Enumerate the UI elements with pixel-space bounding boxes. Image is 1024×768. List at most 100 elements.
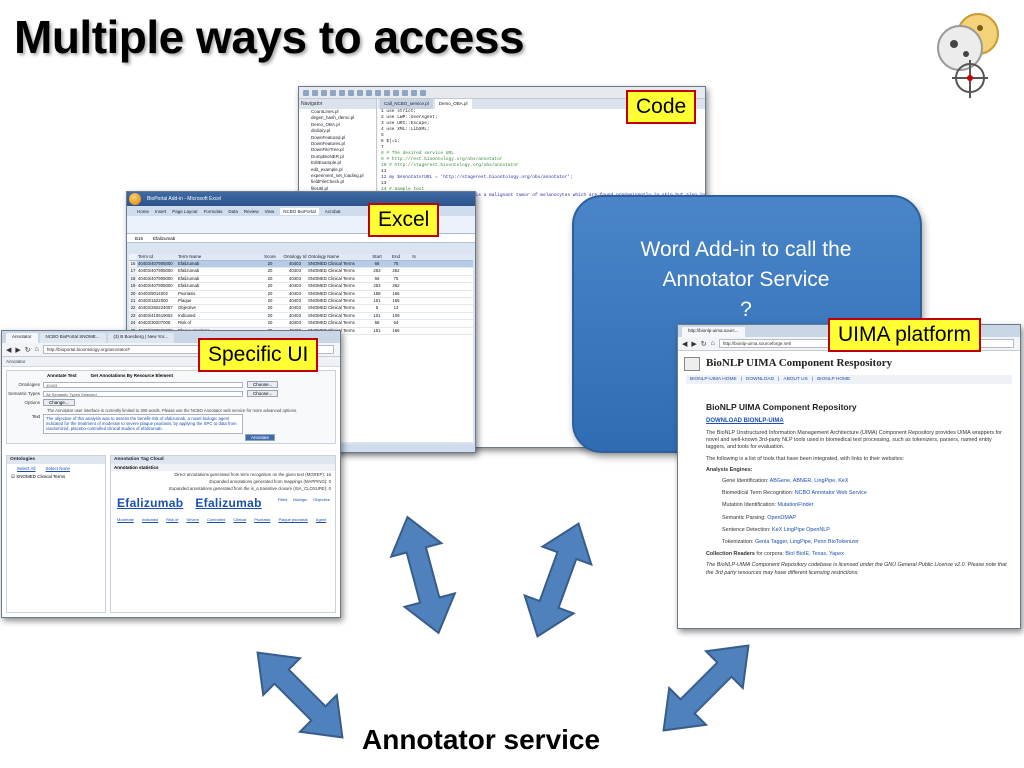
toolbar-icon: [375, 89, 381, 96]
code-line: 1 use strict;: [381, 109, 417, 114]
table-cell: 20: [267, 305, 273, 311]
column-header: Ontology Id: [283, 254, 307, 259]
table-cell: 66: [374, 275, 380, 281]
ontologies-field: 40403: [43, 381, 243, 388]
engine-tools: ABGene, ABNER, LingPipe, KeX: [769, 478, 849, 485]
uima-nav-link: BIONLP HOME: [817, 377, 851, 382]
table-cell: 262: [392, 283, 400, 289]
table-cell: 20: [267, 312, 273, 318]
bionlp-uima-screenshot: http://bionlp-uima.sourc... ◀ ▶ ↻ ⌂ http…: [677, 324, 1021, 629]
ribbon-tab: Acrobat: [324, 208, 341, 214]
uima-download-link: DOWNLOAD BIONLP-UIMA: [706, 418, 784, 424]
word-addin-line1: Word Add-in to call the: [640, 238, 852, 261]
uima-license: The BioNLP-UIMA Component Repository cod…: [706, 562, 1007, 576]
specific-ui-label: Specific UI: [198, 338, 319, 372]
tag-cloud-title: Annotation Tag Cloud: [111, 456, 335, 464]
table-cell: SNOMED Clinical Terms: [308, 268, 355, 274]
toolbar-icon: [420, 89, 426, 96]
table-cell: 151: [373, 327, 381, 333]
editor-tab: Call_NCBO_service.pl: [380, 99, 433, 109]
semantic-types-label: Semantic Types: [8, 391, 40, 396]
annotation-stat: Direct annotations generated from term r…: [174, 472, 331, 477]
table-cell: 40403: [289, 312, 301, 318]
table-cell: 24: [129, 320, 137, 327]
ribbon-tab: Page Layout: [172, 208, 198, 214]
engine-tools: MutationFinder: [777, 502, 814, 509]
uima-nav-link: DOWNLOAD: [745, 377, 775, 382]
word-addin-line3: ?: [740, 298, 752, 321]
ribbon-tab: Formulas: [203, 208, 223, 214]
uima-engines-title: Analysis Engines:: [706, 466, 753, 473]
table-cell: 20: [267, 268, 273, 274]
annotator-form: Annotate Text Get Annotations By Resourc…: [6, 370, 336, 444]
text-input: The objective of this analysis was to as…: [43, 414, 243, 434]
file-item: DownFeatured.pl: [311, 134, 346, 140]
table-cell: 253: [373, 283, 381, 289]
uima-site-title: BioNLP UIMA Component Respository: [706, 357, 893, 369]
column-header: N: [412, 254, 416, 259]
tag-cloud-term: Biologic: [293, 497, 308, 502]
cell-reference: B16: [135, 235, 144, 241]
ribbon-tab: NCBO BioPortal: [280, 207, 319, 215]
engine-item: Biomedical Term Recognition: NCBO Annota…: [678, 488, 1020, 500]
engine-tools: KeX LingPipe OpenNLP: [772, 526, 830, 533]
toolbar-icon: [348, 89, 354, 96]
engine-item: Tokenization: Genia Tagger, LingPipe, Pe…: [678, 537, 1020, 549]
engine-label: Semantic Parsing:: [722, 514, 768, 521]
choose-semantic-types-button: Choose...: [247, 390, 279, 397]
table-cell: [405, 328, 423, 334]
table-cell: 262: [392, 268, 400, 274]
uima-intro: The BioNLP Unstructured Information Mana…: [706, 430, 1002, 451]
column-header: Term Name: [178, 254, 202, 259]
table-cell: 40403/30207005: [138, 320, 171, 326]
table-cell: 101: [373, 312, 381, 318]
table-cell: 64: [393, 320, 399, 326]
table-cell: [405, 313, 423, 319]
table-cell: Indicated: [178, 312, 196, 318]
uima-nav-link: BIONLP-UIMA HOME: [690, 377, 737, 382]
table-cell: Psoriasis: [178, 290, 196, 296]
arrow-excel: [381, 509, 465, 641]
table-cell: 40403: [289, 275, 301, 281]
word-addin-line2: Annotator Service: [662, 268, 830, 291]
engine-item: Semantic Parsing: OpenDMAP: [678, 513, 1020, 525]
slide-title: Multiple ways to access: [14, 11, 525, 63]
column-header: Start: [372, 254, 382, 259]
ribbon-tab: Insert: [155, 208, 167, 214]
text-label: Text: [32, 414, 40, 419]
table-cell: [405, 298, 423, 304]
table-cell: [405, 291, 423, 297]
toolbar-icon: [411, 89, 417, 96]
toolbar-icon: [321, 89, 327, 96]
file-item: CountLines.pl: [311, 109, 339, 114]
table-cell: 156: [392, 297, 400, 303]
table-cell: 253: [373, 268, 381, 274]
table-cell: [405, 283, 423, 289]
reload-icon: ↻: [24, 346, 31, 354]
code-line: 7: [381, 145, 384, 150]
engine-item: Gene Identification: ABGene, ABNER, Ling…: [678, 476, 1020, 488]
table-cell: 20: [267, 275, 273, 281]
toolbar-icon: [384, 89, 390, 96]
annotator-notice: The Annotator user interface is currentl…: [47, 408, 298, 413]
table-cell: 40403: [289, 320, 301, 326]
table-cell: 20: [129, 290, 137, 297]
column-header: Score: [264, 254, 276, 259]
annotator-header: Annotator: [2, 357, 340, 367]
engine-item: Mutation Identification: MutationFinder: [678, 500, 1020, 512]
table-cell: 40403/407905000: [138, 261, 173, 266]
table-cell: 75: [393, 275, 399, 281]
table-cell: Risk of: [178, 320, 192, 326]
table-cell: Efalizumab: [178, 261, 200, 266]
uima-nav: BIONLP-UIMA HOME|DOWNLOAD|ABOUT US|BIONL…: [686, 375, 1012, 384]
browser-tab: (3) B Boesberg | New Yor...: [107, 333, 174, 343]
table-cell: SNOMED Clinical Terms: [308, 261, 355, 266]
file-item: dirdiary.pl: [311, 128, 331, 134]
ontologies-panel: Ontologies Select All Select None ☑ SNOM…: [6, 455, 106, 613]
select-none-link: Select None: [45, 466, 71, 471]
tag-cloud-term: Moderate: [117, 517, 134, 522]
